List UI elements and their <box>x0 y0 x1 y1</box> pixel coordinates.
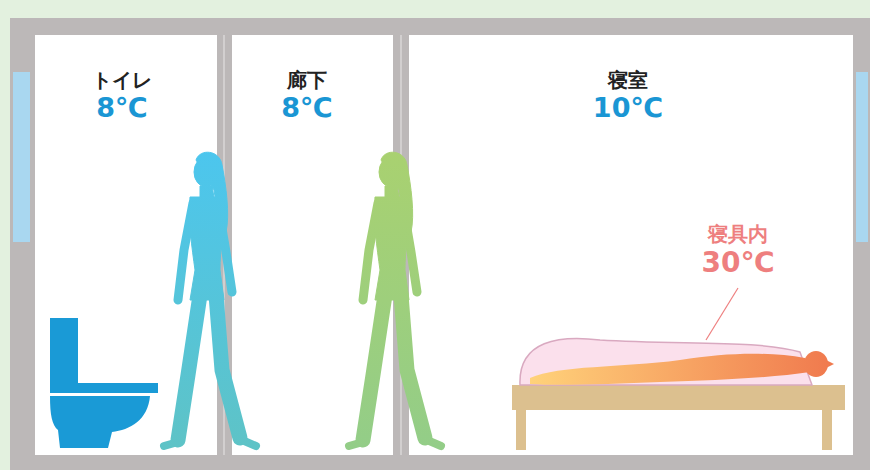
window <box>856 72 868 242</box>
sleeping-person <box>530 351 834 385</box>
walking-woman <box>349 152 441 446</box>
room-label: 廊下8℃ <box>275 66 338 126</box>
temperature: 8℃ <box>281 92 332 124</box>
temperature: 10℃ <box>593 92 663 124</box>
bed <box>512 385 845 450</box>
room-name: トイレ <box>92 68 152 92</box>
window <box>13 72 30 242</box>
bedroom-room <box>409 35 853 455</box>
room-label: トイレ8℃ <box>86 66 158 126</box>
walking-woman <box>164 152 256 446</box>
toilet-symbol <box>50 318 158 448</box>
callout-temperature: 30℃ <box>702 246 775 280</box>
walls <box>10 18 870 470</box>
blanket <box>520 338 812 385</box>
leader-line <box>706 288 738 340</box>
room-name: 廊下 <box>281 68 332 92</box>
callout-label: 寝具内 <box>708 222 768 246</box>
room-name: 寝室 <box>593 68 663 92</box>
room-label: 寝室10℃ <box>587 66 669 126</box>
temperature: 8℃ <box>92 92 152 124</box>
